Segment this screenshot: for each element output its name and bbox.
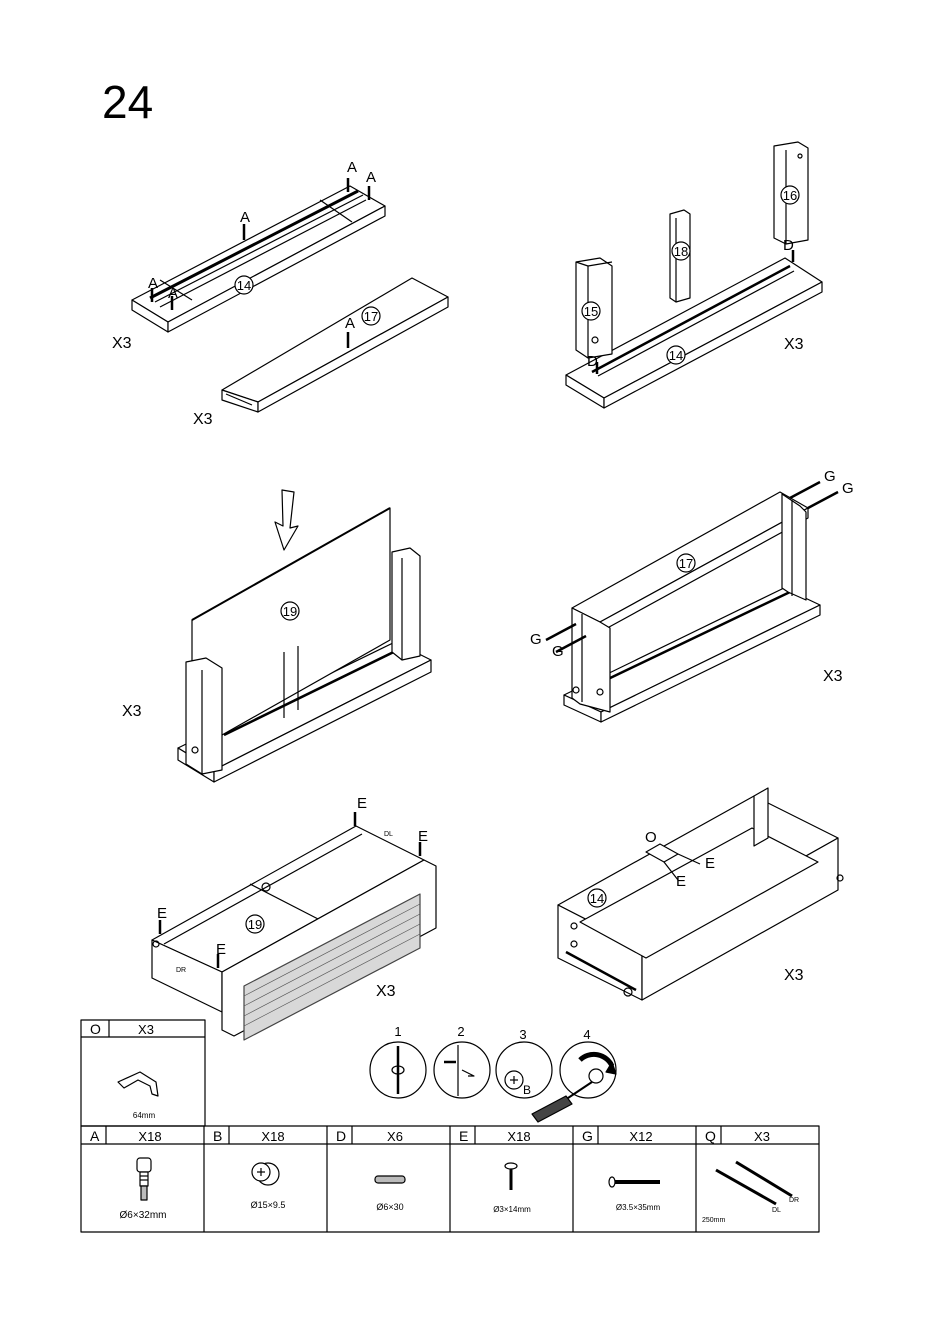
label-a-1: A <box>347 159 357 176</box>
hardware-row-labels: A X18 Ø6×32mm B X18 Ø15×9.5 D X6 Ø6×30 E… <box>90 1128 799 1224</box>
back-panel-19-illustration <box>178 490 431 782</box>
cam-step-b-label: B <box>523 1083 531 1097</box>
hardware-g-qty: X12 <box>629 1129 652 1144</box>
hardware-e-size: Ø3×14mm <box>493 1205 531 1214</box>
label-o: O <box>645 829 657 846</box>
hardware-o-qty: X3 <box>138 1022 154 1037</box>
hardware-b-size: Ø15×9.5 <box>251 1200 286 1210</box>
part-label-14-b: 14 <box>669 348 683 363</box>
hardware-e-qty: X18 <box>507 1129 530 1144</box>
label-g-2: G <box>842 480 854 497</box>
label-g-1: G <box>824 468 836 485</box>
label-e-6: E <box>676 873 686 890</box>
cam-step-3-label: 3 <box>519 1027 526 1042</box>
label-d-2: D <box>587 353 598 370</box>
hardware-a-letter: A <box>90 1128 100 1144</box>
hardware-a-qty: X18 <box>138 1129 161 1144</box>
part-label-19: 19 <box>283 604 297 619</box>
panels-15-16-18-illustration <box>566 142 822 408</box>
handle-o-icon <box>118 1072 158 1096</box>
cam-bolt-a-icon <box>137 1158 151 1200</box>
panel-14-with-dowels-illustration <box>132 178 385 332</box>
cam-lock-steps <box>370 1042 616 1122</box>
arrow-down-icon <box>275 490 298 550</box>
hardware-b-qty: X18 <box>261 1129 284 1144</box>
cam-step-2-label: 2 <box>457 1024 464 1039</box>
runner-label-dl: DL <box>384 831 393 838</box>
panel-17-illustration <box>222 278 448 412</box>
label-d-1: D <box>783 237 794 254</box>
cam-step-1-label: 1 <box>394 1024 401 1039</box>
multiplier-step1b: X3 <box>193 411 213 428</box>
label-e-5: E <box>705 855 715 872</box>
hardware-e-letter: E <box>459 1128 468 1144</box>
label-e-1: E <box>357 795 367 812</box>
hardware-q-size: 250mm <box>702 1217 726 1224</box>
drawer-bottom-view-illustration <box>152 812 436 1040</box>
runners-q-icon <box>716 1162 792 1204</box>
part-label-19-b: 19 <box>248 917 262 932</box>
part-label-16: 16 <box>783 188 797 203</box>
hardware-q-letter: Q <box>705 1128 716 1144</box>
hardware-o-size: 64mm <box>133 1111 156 1120</box>
cam-step-4-label: 4 <box>583 1027 590 1042</box>
cam-lock-b-icon <box>252 1163 279 1185</box>
label-e-4: E <box>216 941 226 958</box>
multiplier-step4: X3 <box>823 668 843 685</box>
multiplier-step6: X3 <box>784 967 804 984</box>
label-a-3: A <box>240 209 250 226</box>
part-label-14: 14 <box>237 278 251 293</box>
dowel-d-icon <box>375 1176 405 1183</box>
part-label-17: 17 <box>364 309 378 324</box>
part-label-14-c: 14 <box>590 891 604 906</box>
hardware-g-size: Ø3.5×35mm <box>616 1203 661 1212</box>
label-g-3: G <box>530 631 542 648</box>
label-a-2: A <box>366 169 376 186</box>
label-g-4: G <box>552 643 564 660</box>
part-label-18: 18 <box>674 244 688 259</box>
step-number: 24 <box>102 76 153 128</box>
multiplier-step3: X3 <box>122 703 142 720</box>
hardware-o-letter: O <box>90 1021 101 1037</box>
label-e-2: E <box>418 828 428 845</box>
multiplier-step1: X3 <box>112 335 132 352</box>
screw-e-icon <box>505 1163 517 1190</box>
multiplier-step5: X3 <box>376 983 396 1000</box>
part-label-15: 15 <box>584 304 598 319</box>
hardware-d-size: Ø6×30 <box>376 1202 403 1212</box>
label-a-6: A <box>345 315 355 332</box>
screw-g-icon <box>609 1177 660 1187</box>
part-label-17-b: 17 <box>679 556 693 571</box>
multiplier-step2: X3 <box>784 336 804 353</box>
hardware-q-qty: X3 <box>754 1129 770 1144</box>
hardware-d-qty: X6 <box>387 1129 403 1144</box>
label-a-4: A <box>148 275 158 292</box>
hardware-q-dl: DL <box>772 1207 781 1214</box>
label-a-5: A <box>168 285 178 302</box>
top-panel-17-illustration <box>546 482 838 722</box>
runner-label-dr: DR <box>176 967 186 974</box>
hardware-g-letter: G <box>582 1128 593 1144</box>
hardware-q-dr: DR <box>789 1197 799 1204</box>
hardware-a-size: Ø6×32mm <box>120 1210 167 1221</box>
label-e-3: E <box>157 905 167 922</box>
hardware-d-letter: D <box>336 1128 346 1144</box>
hardware-b-letter: B <box>213 1128 222 1144</box>
